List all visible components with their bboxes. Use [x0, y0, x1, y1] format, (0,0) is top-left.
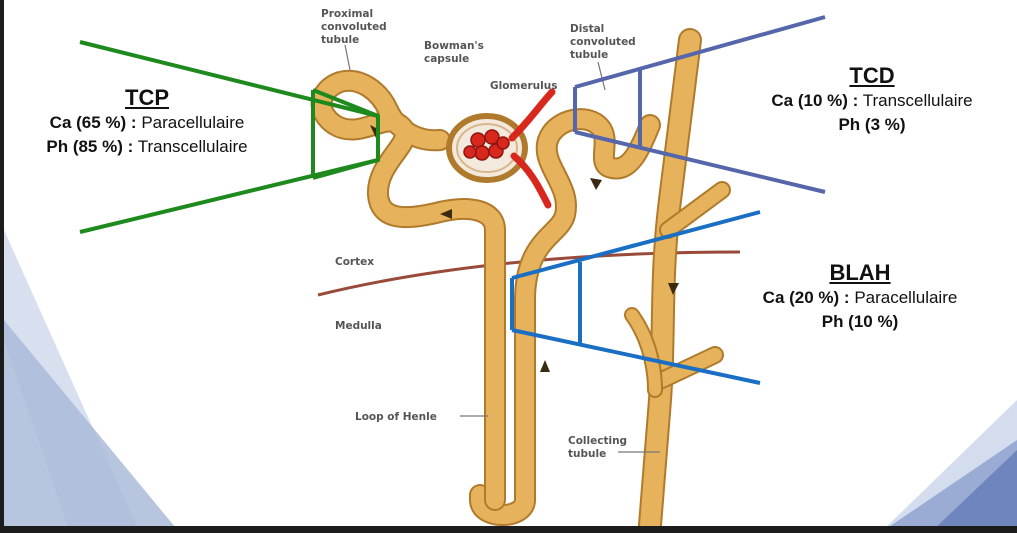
blah-calcium-label: Ca (20 %) :	[763, 288, 850, 307]
bowmans-capsule-label: Bowman's	[424, 40, 484, 52]
blah-callout: BLAH Ca (20 %) : Paracellulaire Ph (10 %…	[720, 260, 1000, 334]
tcp-calcium-route: Paracellulaire	[137, 113, 245, 132]
collecting-tubule-label-2: tubule	[568, 448, 606, 460]
tcp-title: TCP	[6, 85, 288, 111]
glomerulus-label: Glomerulus	[490, 80, 557, 92]
medulla-label: Medulla	[335, 320, 382, 332]
tcd-phosphate-line: Ph (3 %)	[730, 113, 1014, 137]
proximal-tubule-label-3: tubule	[321, 34, 359, 46]
collecting-tubule-label: Collecting	[568, 435, 627, 447]
tcd-phosphate-label: Ph (3 %)	[838, 115, 905, 134]
tcp-calcium-label: Ca (65 %) :	[50, 113, 137, 132]
distal-tubule-label-2: convoluted	[570, 36, 636, 48]
blah-phosphate-line: Ph (10 %)	[720, 310, 1000, 334]
bowmans-capsule-label-2: capsule	[424, 53, 469, 65]
tcd-title: TCD	[730, 63, 1014, 89]
blah-title: BLAH	[720, 260, 1000, 286]
distal-tubule-label: Distal	[570, 23, 604, 35]
cortex-label: Cortex	[335, 256, 374, 268]
loop-of-henle-label: Loop of Henle	[355, 411, 437, 423]
proximal-tubule-label-2: convoluted	[321, 21, 387, 33]
tcp-phosphate-label: Ph (85 %) :	[46, 137, 133, 156]
tcd-calcium-route: Transcellulaire	[858, 91, 972, 110]
blah-phosphate-label: Ph (10 %)	[822, 312, 899, 331]
tcp-phosphate-route: Transcellulaire	[133, 137, 247, 156]
tcd-calcium-label: Ca (10 %) :	[771, 91, 858, 110]
tcp-calcium-line: Ca (65 %) : Paracellulaire	[6, 111, 288, 135]
slide-bottom-border	[0, 526, 1017, 533]
blah-calcium-route: Paracellulaire	[850, 288, 958, 307]
proximal-tubule-label: Proximal	[321, 8, 373, 20]
distal-tubule-label-3: tubule	[570, 49, 608, 61]
tcd-calcium-line: Ca (10 %) : Transcellulaire	[730, 89, 1014, 113]
tcd-callout: TCD Ca (10 %) : Transcellulaire Ph (3 %)	[730, 63, 1014, 137]
tcp-phosphate-line: Ph (85 %) : Transcellulaire	[6, 135, 288, 159]
tcp-callout: TCP Ca (65 %) : Paracellulaire Ph (85 %)…	[6, 85, 288, 159]
blah-calcium-line: Ca (20 %) : Paracellulaire	[720, 286, 1000, 310]
